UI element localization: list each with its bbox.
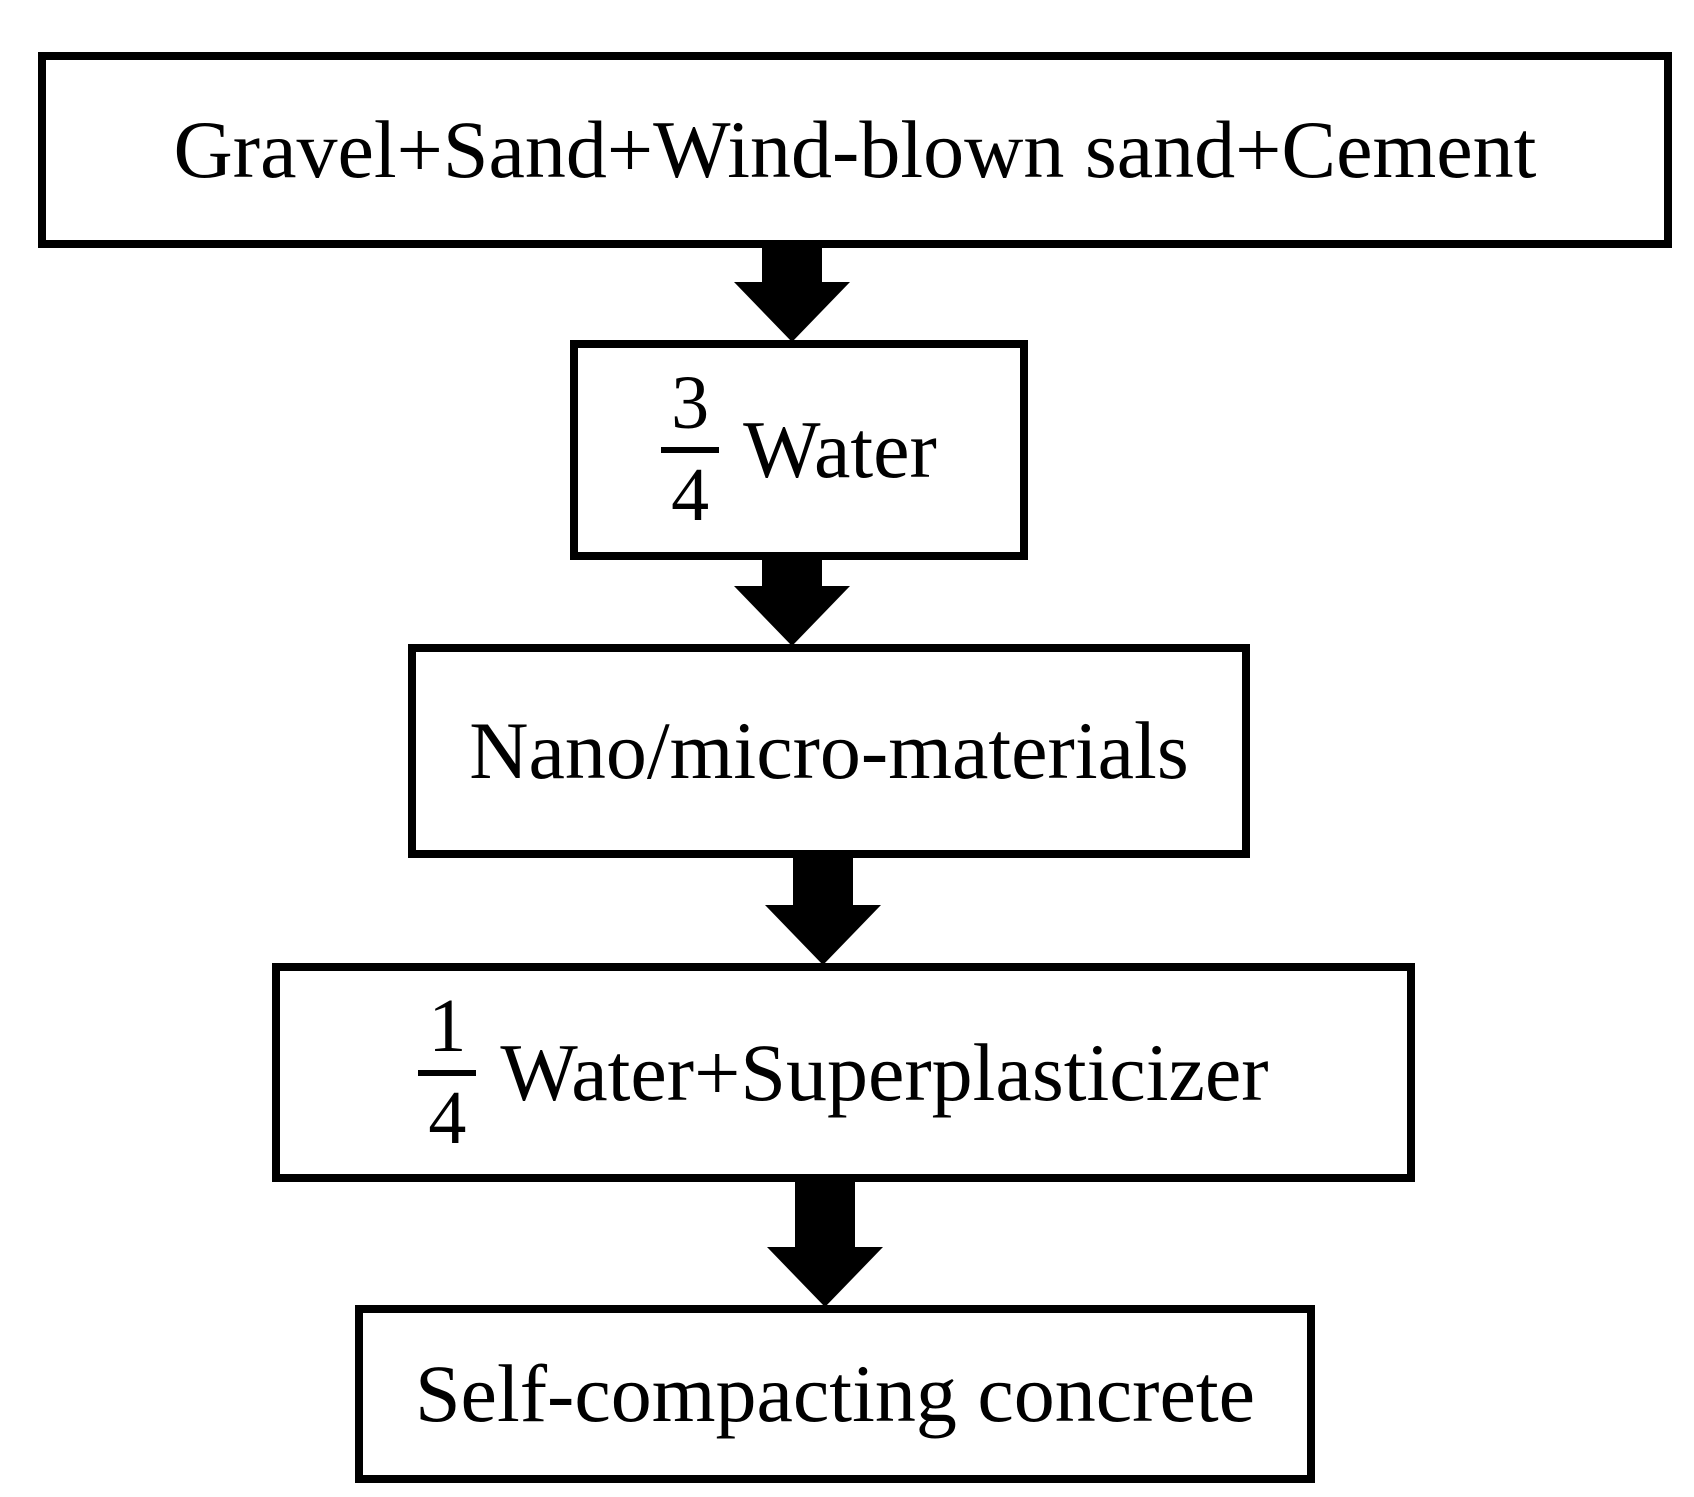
down-arrow-stem xyxy=(762,558,822,586)
flow-box-water34-label: Water xyxy=(743,404,937,495)
down-arrow-head xyxy=(765,905,881,965)
fraction-three-quarters: 3 4 xyxy=(661,361,720,535)
fraction-numerator: 3 xyxy=(671,361,710,446)
down-arrow-stem xyxy=(762,246,822,282)
down-arrow-icon xyxy=(767,1180,883,1307)
down-arrow-head xyxy=(734,586,850,646)
down-arrow-head xyxy=(734,282,850,342)
down-arrow-head xyxy=(767,1247,883,1307)
down-arrow-icon xyxy=(734,558,850,646)
fraction-numerator: 1 xyxy=(428,983,467,1068)
fraction-denominator: 4 xyxy=(661,447,720,535)
flow-box-self-compacting-concrete: Self-compacting concrete xyxy=(355,1305,1315,1483)
flow-box-nano-label: Nano/micro-materials xyxy=(469,705,1189,796)
flow-box-water14-label: Water+Superplasticizer xyxy=(500,1026,1269,1118)
fraction-denominator: 4 xyxy=(418,1069,477,1158)
fraction-one-quarter: 1 4 xyxy=(418,983,477,1158)
down-arrow-icon xyxy=(765,856,881,965)
flow-box-nano-micro-materials: Nano/micro-materials xyxy=(408,644,1250,858)
down-arrow-icon xyxy=(734,246,850,342)
flow-box-scc-label: Self-compacting concrete xyxy=(414,1348,1256,1439)
flow-box-three-quarters-water: 3 4 Water xyxy=(570,340,1028,560)
flow-box-materials: Gravel+Sand+Wind-blown sand+Cement xyxy=(38,52,1672,248)
flow-box-materials-label: Gravel+Sand+Wind-blown sand+Cement xyxy=(173,104,1537,195)
flow-box-quarter-water-superplasticizer: 1 4 Water+Superplasticizer xyxy=(272,963,1415,1182)
down-arrow-stem xyxy=(795,1180,855,1247)
down-arrow-stem xyxy=(793,856,853,905)
